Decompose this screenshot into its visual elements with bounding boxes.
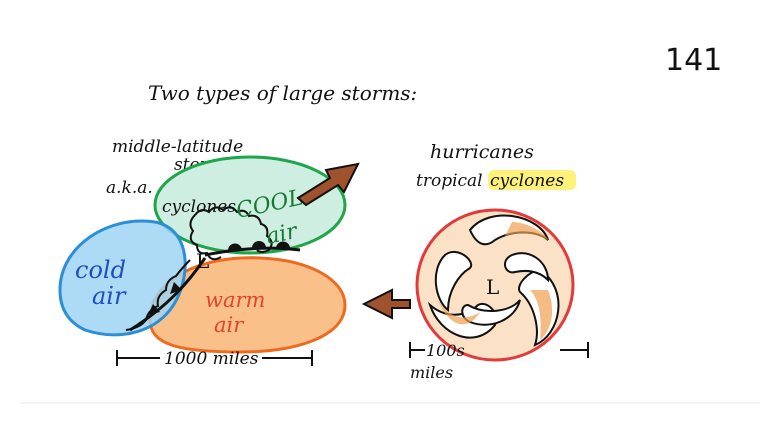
midlat-scale-bar <box>116 350 313 366</box>
cold-front-line <box>129 257 207 332</box>
cold-air-label-2: air <box>92 282 127 310</box>
hurricane-orange-fill <box>438 222 553 340</box>
diagram-title: Two types of large storms: <box>148 81 417 105</box>
midlat-motion-arrow <box>296 162 360 207</box>
tropical-cyclones-word: cyclones <box>490 171 564 191</box>
tropical-cyclones-highlight <box>488 170 576 190</box>
tropical-scale-bar <box>409 342 589 358</box>
tropical-label-word: tropical <box>416 171 483 191</box>
cold-front-triangles <box>148 282 182 315</box>
midlat-aka-prefix: a.k.a. <box>106 178 153 198</box>
warm-air-label-1: warm <box>205 288 265 312</box>
midlat-label-line1: middle-latitude <box>112 137 243 157</box>
warm-front-bumps <box>227 241 291 251</box>
hurricane-motion-arrow <box>361 288 411 320</box>
tropical-scale-label-1: 100s <box>426 341 465 360</box>
warm-front-line <box>204 246 301 257</box>
warm-air-label-2: air <box>214 313 245 337</box>
cool-air-region <box>153 155 347 255</box>
midlat-low-symbol: L <box>196 249 209 273</box>
midlat-cyclones-word: cyclones <box>162 197 236 217</box>
tropical-label-line1: hurricanes <box>430 141 534 163</box>
page-number: 141 <box>665 43 722 78</box>
cold-air-label-1: cold <box>75 256 126 284</box>
tropical-scale-label-2: miles <box>410 363 453 382</box>
hurricane-low-symbol: L <box>486 275 499 299</box>
midlat-scale-label: 1000 miles <box>164 349 259 369</box>
